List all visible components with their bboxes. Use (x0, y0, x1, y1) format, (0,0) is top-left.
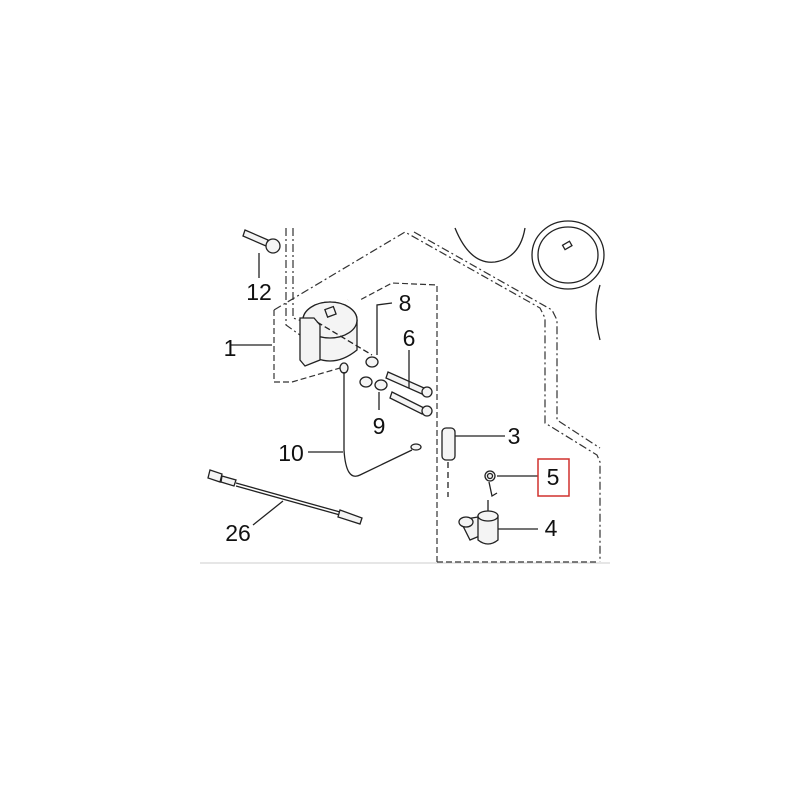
highlight-box (537, 458, 570, 497)
callout-3[interactable]: 3 (508, 423, 521, 449)
callout-6[interactable]: 6 (403, 325, 416, 351)
part-12-screw (242, 229, 281, 278)
part-26-cable (207, 469, 363, 526)
part-5-spring (484, 470, 538, 512)
adjacent-parts (454, 220, 605, 341)
callout-9[interactable]: 9 (373, 413, 386, 439)
part-10-ground-wire (308, 372, 422, 477)
callout-12[interactable]: 12 (246, 279, 272, 305)
callout-8[interactable]: 8 (399, 290, 412, 316)
callout-10[interactable]: 10 (278, 440, 304, 466)
callout-26[interactable]: 26 (225, 520, 251, 546)
callout-5[interactable]: 5 (547, 464, 560, 490)
part-1-ignition-coil (230, 258, 449, 413)
part-4-housing (458, 510, 538, 545)
callout-4[interactable]: 4 (545, 515, 558, 541)
callout-1[interactable]: 1 (224, 335, 237, 361)
part-3-sleeve (441, 427, 505, 497)
washers-and-bolts (316, 302, 433, 417)
